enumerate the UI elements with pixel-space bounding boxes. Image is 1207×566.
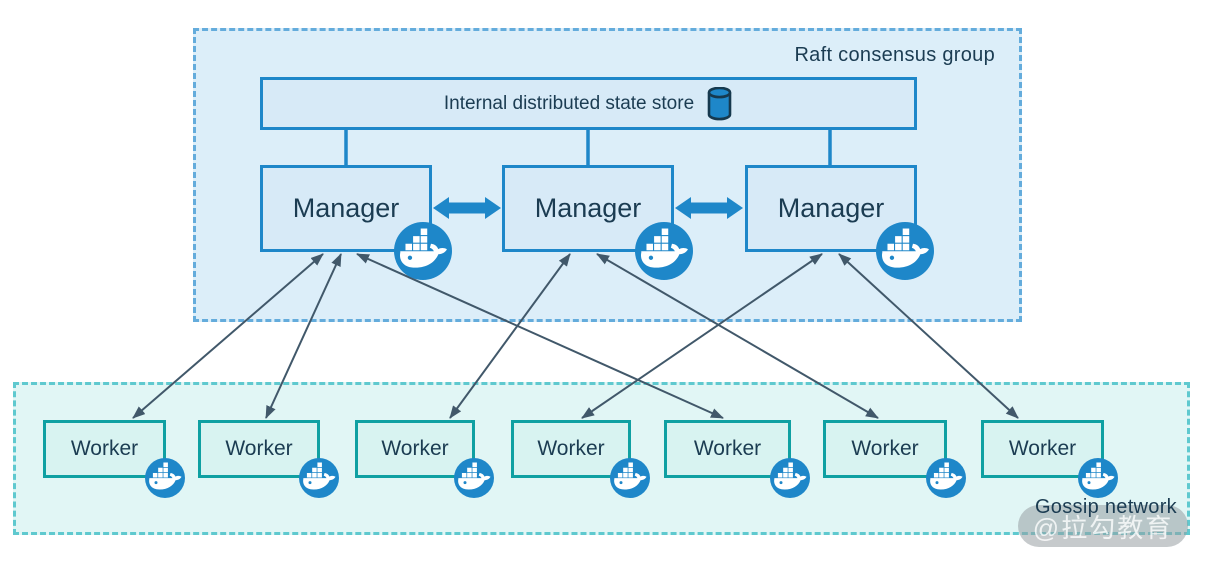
worker-1-node: Worker — [43, 420, 166, 478]
worker-2-label: Worker — [225, 437, 293, 460]
raft-consensus-group-label: Raft consensus group — [794, 44, 995, 66]
worker-6-node: Worker — [823, 420, 947, 478]
docker-whale-icon — [635, 222, 693, 280]
worker-4-label: Worker — [537, 437, 605, 460]
state-store-label: Internal distributed state store — [443, 92, 695, 114]
state-store-node: Internal distributed state store — [260, 77, 917, 130]
watermark-text: @拉勾教育 — [1032, 512, 1174, 543]
manager-2-label: Manager — [534, 193, 642, 223]
worker-7-node: Worker — [981, 420, 1104, 478]
docker-whale-icon — [876, 222, 934, 280]
worker-1-label: Worker — [70, 437, 139, 460]
manager-3-label: Manager — [777, 193, 885, 223]
worker-6-label: Worker — [851, 437, 919, 460]
worker-3-node: Worker — [355, 420, 475, 478]
worker-7-label: Worker — [1008, 437, 1077, 460]
docker-whale-icon — [770, 458, 810, 498]
docker-whale-icon — [299, 458, 339, 498]
docker-whale-icon — [610, 458, 650, 498]
watermark-badge: @拉勾教育 — [1018, 505, 1188, 547]
worker-5-label: Worker — [693, 437, 762, 460]
manager-1-label: Manager — [292, 193, 400, 223]
gossip-network-label: Gossip network — [1034, 496, 1177, 518]
worker-2-node: Worker — [198, 420, 320, 478]
docker-whale-icon — [394, 222, 452, 280]
worker-4-node: Worker — [511, 420, 631, 478]
docker-whale-icon — [145, 458, 185, 498]
worker-5-node: Worker — [664, 420, 791, 478]
docker-whale-icon — [926, 458, 966, 498]
docker-whale-icon — [1078, 458, 1118, 498]
worker-3-label: Worker — [381, 437, 449, 460]
database-cylinder-icon — [706, 87, 733, 121]
docker-whale-icon — [454, 458, 494, 498]
